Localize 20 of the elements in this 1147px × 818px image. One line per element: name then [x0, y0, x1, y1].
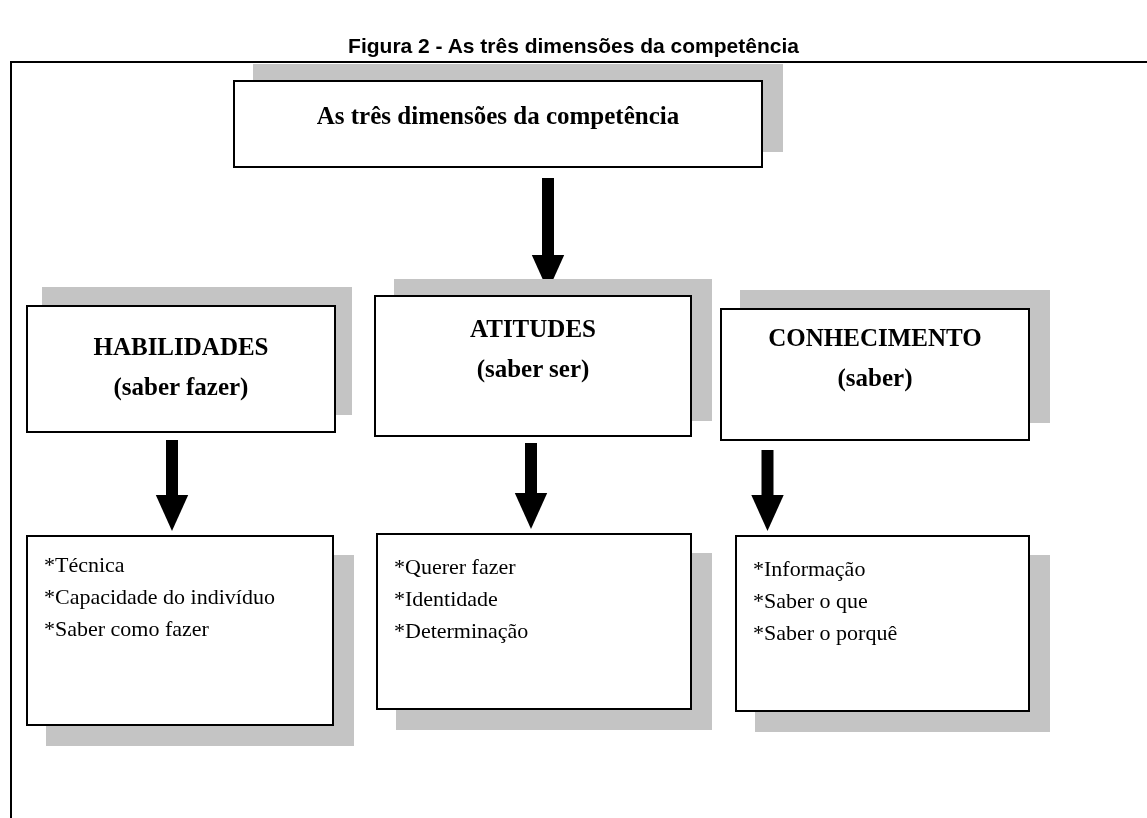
box-heading: As três dimensões da competência	[316, 101, 680, 131]
box-heading: HABILIDADES	[93, 332, 269, 362]
list-item: *Técnica	[44, 551, 126, 579]
list-item: *Querer fazer	[394, 553, 517, 581]
list-item: *Capacidade do indivíduo	[44, 583, 276, 611]
arrow	[155, 440, 189, 531]
list-item: *Determinação	[394, 617, 530, 645]
box-subheading: (saber fazer)	[113, 372, 249, 403]
list-item: *Saber o porquê	[753, 619, 899, 647]
figure-title: Figura 2 - As três dimensões da competência	[347, 33, 800, 59]
box-subheading: (saber ser)	[476, 354, 590, 384]
list-item: *Saber o que	[753, 587, 869, 615]
box-heading: CONHECIMENTO	[768, 323, 982, 353]
list-item: *Informação	[753, 555, 867, 583]
box-heading: ATITUDES	[470, 314, 596, 344]
arrow	[751, 450, 784, 531]
list-item: *Identidade	[394, 585, 499, 613]
arrow	[514, 443, 548, 529]
list-item: *Saber como fazer	[44, 615, 210, 643]
box-subheading: (saber)	[837, 363, 913, 394]
